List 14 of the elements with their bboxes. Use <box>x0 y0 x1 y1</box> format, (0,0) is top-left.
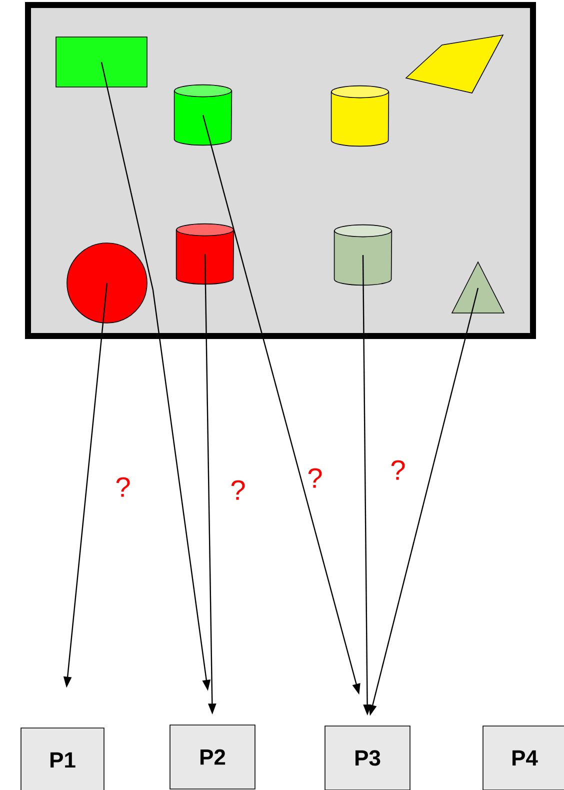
question-mark: ? <box>308 468 322 488</box>
cylinder-shape <box>330 85 390 147</box>
question-mark: ? <box>391 460 405 480</box>
cylinder-shape <box>334 224 392 286</box>
circle-shape <box>66 242 148 324</box>
cylinder-shape <box>174 84 232 146</box>
question-mark: ? <box>231 480 245 500</box>
label-box: P1 <box>20 728 104 790</box>
cylinder-shape <box>176 223 234 285</box>
label-box: P3 <box>324 726 410 790</box>
label-box: P2 <box>170 724 256 790</box>
question-mark: ? <box>116 477 130 497</box>
rectangle-shape <box>56 36 148 88</box>
label-box: P4 <box>482 726 564 790</box>
